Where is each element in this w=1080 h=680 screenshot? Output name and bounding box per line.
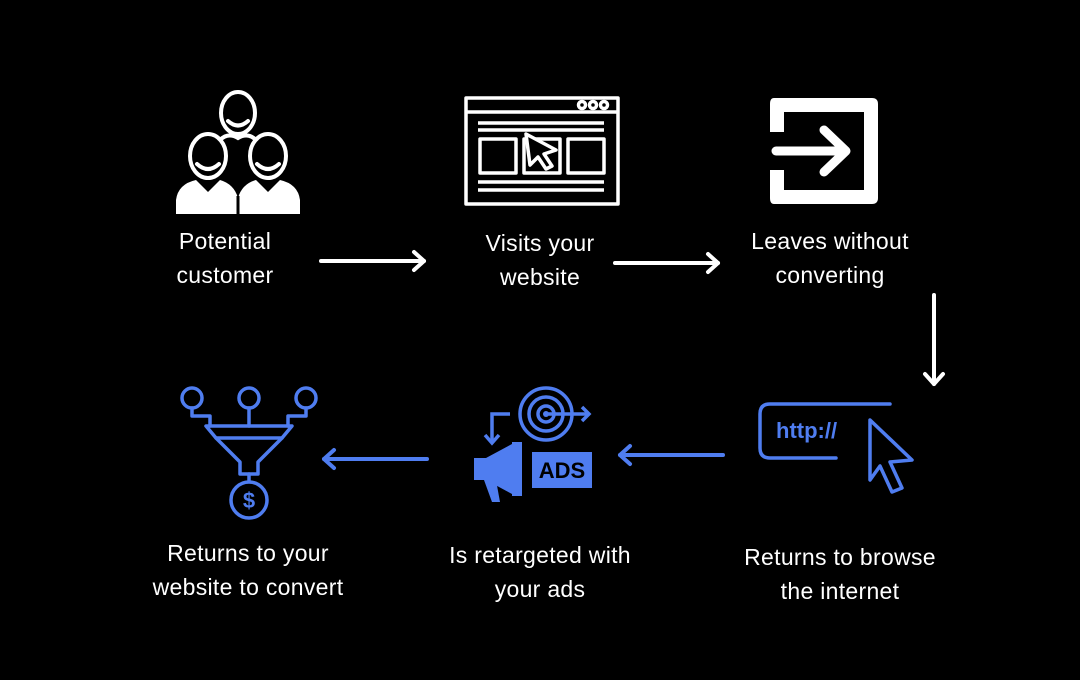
step-label-potential-customer: Potential customer <box>176 228 274 288</box>
step-label-retargeted: Is retargeted with your ads <box>449 542 631 602</box>
arrow-right-icon <box>319 250 426 272</box>
step-label-leaves: Leaves without converting <box>751 228 909 288</box>
arrow-left-icon <box>322 448 429 470</box>
megaphone-target-icon: ADS <box>474 386 592 502</box>
url-cursor-icon: http:// <box>758 402 914 494</box>
arrow-left-icon <box>618 444 725 466</box>
step-label-converts: Returns to your website to convert <box>152 540 344 600</box>
arrow-down-icon <box>923 293 945 386</box>
browser-window-icon <box>464 96 620 206</box>
step-label-browse-internet: Returns to browse the internet <box>744 544 936 604</box>
url-text: http:// <box>776 418 837 443</box>
step-label-visits-website: Visits your website <box>485 230 595 290</box>
dollar-icon: $ <box>243 488 255 513</box>
arrow-right-icon <box>613 252 720 274</box>
exit-icon <box>770 98 878 204</box>
ads-text: ADS <box>539 458 585 483</box>
people-group-icon <box>176 90 300 214</box>
funnel-dollar-icon: $ <box>180 386 318 520</box>
